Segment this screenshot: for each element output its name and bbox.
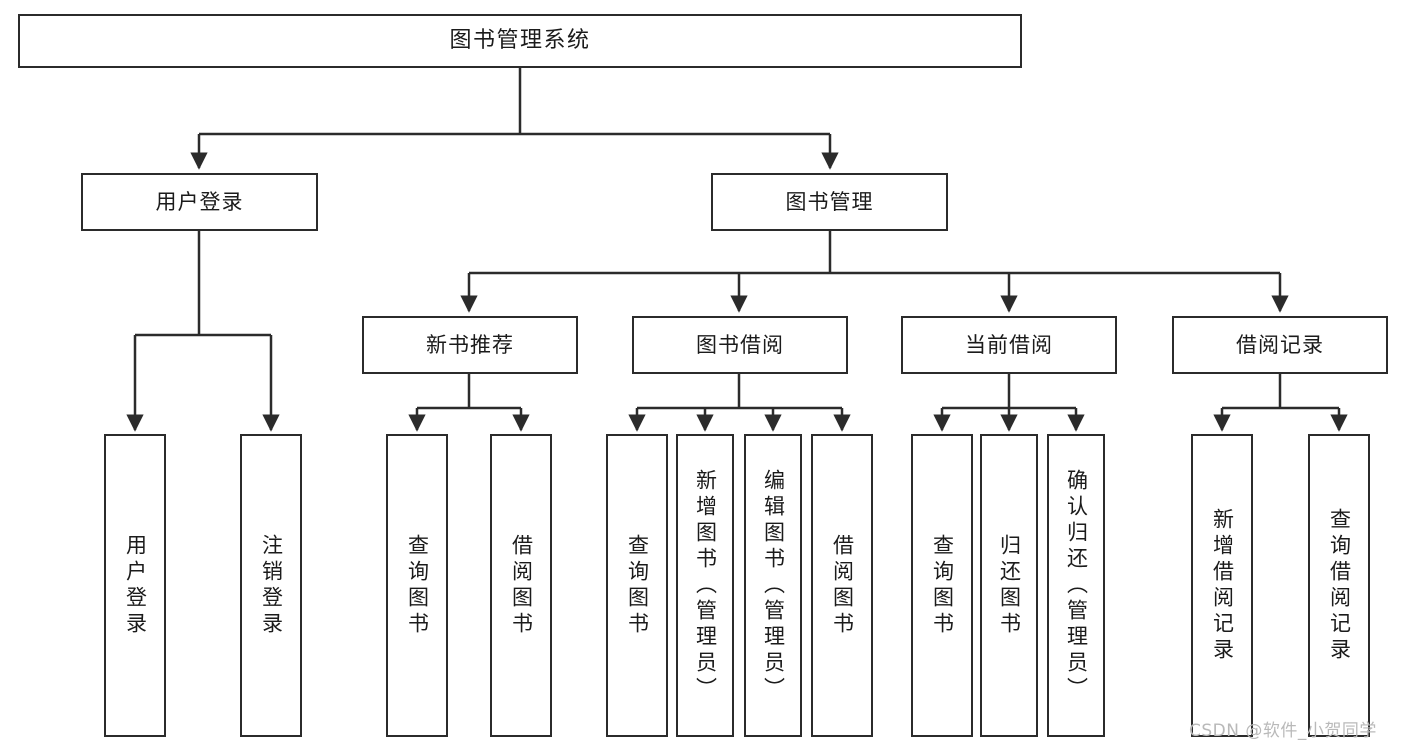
node-label: 用户登录 [123, 533, 148, 638]
node-label: 图书借阅 [696, 332, 784, 357]
node-new-book-recommendation[interactable]: 新书推荐 [362, 316, 578, 374]
node-label: 借阅图书 [509, 533, 534, 638]
node-label: 用户登录 [155, 189, 244, 214]
leaf-confirm-return-admin[interactable]: 确认归还（管理员） [1047, 434, 1105, 737]
leaf-add-borrow-record[interactable]: 新增借阅记录 [1191, 434, 1253, 737]
node-label: 新增借阅记录 [1210, 507, 1235, 664]
node-label: 当前借阅 [965, 332, 1053, 357]
node-book-management[interactable]: 图书管理 [711, 173, 948, 231]
leaf-query-borrow-record[interactable]: 查询借阅记录 [1308, 434, 1370, 737]
node-label: 借阅记录 [1236, 332, 1324, 357]
node-label: 查询图书 [405, 533, 430, 638]
node-label: 图书管理 [785, 189, 874, 214]
leaf-return-books[interactable]: 归还图书 [980, 434, 1038, 737]
leaf-query-books-borrowing[interactable]: 查询图书 [606, 434, 668, 737]
node-root-system[interactable]: 图书管理系统 [18, 14, 1022, 68]
node-label: 图书管理系统 [449, 28, 591, 54]
leaf-user-login[interactable]: 用户登录 [104, 434, 166, 737]
node-label: 归还图书 [997, 533, 1022, 638]
leaf-add-book-admin[interactable]: 新增图书（管理员） [676, 434, 734, 737]
node-label: 编辑图书（管理员） [761, 468, 786, 703]
node-label: 确认归还（管理员） [1064, 468, 1089, 703]
node-current-borrowing[interactable]: 当前借阅 [901, 316, 1117, 374]
leaf-edit-book-admin[interactable]: 编辑图书（管理员） [744, 434, 802, 737]
leaf-logout[interactable]: 注销登录 [240, 434, 302, 737]
leaf-query-books-recommendation[interactable]: 查询图书 [386, 434, 448, 737]
leaf-borrow-books-recommendation[interactable]: 借阅图书 [490, 434, 552, 737]
node-label: 借阅图书 [830, 533, 855, 638]
node-borrowing-records[interactable]: 借阅记录 [1172, 316, 1388, 374]
node-label: 查询图书 [625, 533, 650, 638]
node-label: 查询借阅记录 [1327, 507, 1352, 664]
node-label: 注销登录 [259, 533, 284, 638]
leaf-borrow-books-borrowing[interactable]: 借阅图书 [811, 434, 873, 737]
leaf-query-books-current[interactable]: 查询图书 [911, 434, 973, 737]
node-label: 新增图书（管理员） [693, 468, 718, 703]
node-user-login[interactable]: 用户登录 [81, 173, 318, 231]
node-book-borrowing[interactable]: 图书借阅 [632, 316, 848, 374]
node-label: 查询图书 [930, 533, 955, 638]
node-label: 新书推荐 [426, 332, 514, 357]
watermark: CSDN @软件_小贺同学 [1189, 721, 1377, 741]
